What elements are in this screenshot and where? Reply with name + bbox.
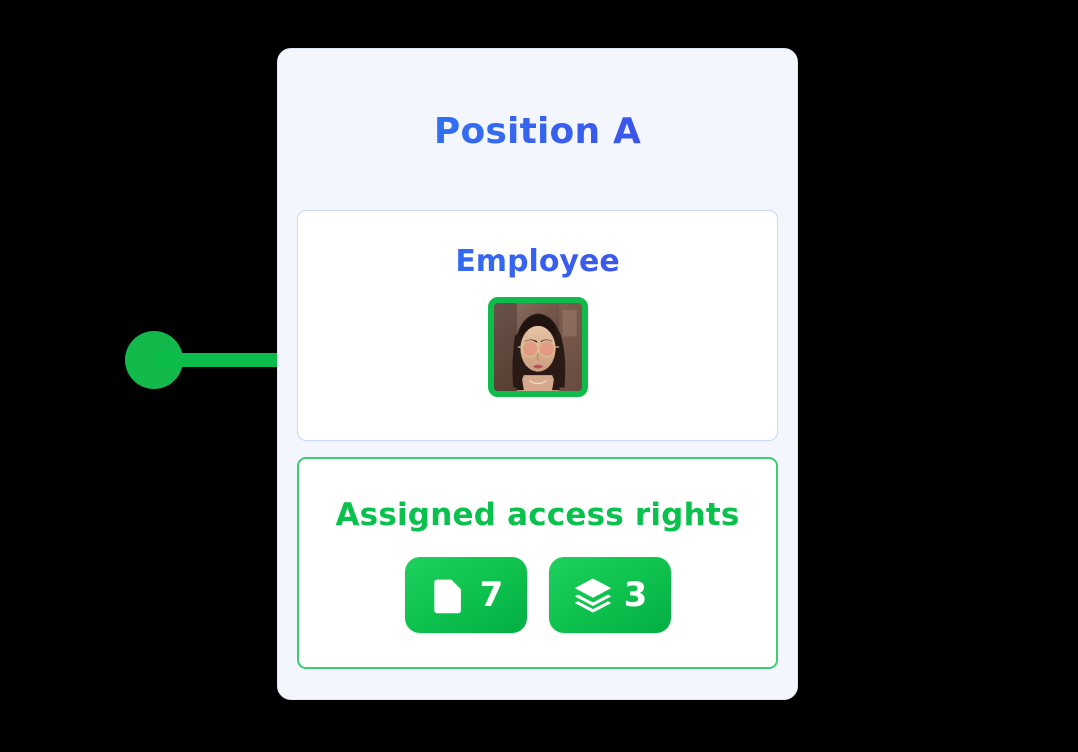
layers-count: 3 [623,575,648,615]
employee-card[interactable]: Employee [297,210,778,441]
connector-start-dot [125,331,183,389]
assigned-access-rights-title: Assigned access rights [335,497,740,533]
layers-icon [574,578,611,613]
assigned-access-rights-card[interactable]: Assigned access rights 7 3 [297,457,778,669]
document-icon [433,579,461,614]
documents-count: 7 [479,575,504,615]
employee-portrait-photo [493,303,582,391]
avatar-wrap [298,297,777,397]
access-rights-badge-row: 7 3 [299,557,776,633]
avatar[interactable] [487,297,588,397]
documents-badge[interactable]: 7 [404,557,527,633]
layers-badge[interactable]: 3 [548,557,671,633]
page-title: Position A [299,111,776,152]
employee-card-title: Employee [298,244,777,279]
